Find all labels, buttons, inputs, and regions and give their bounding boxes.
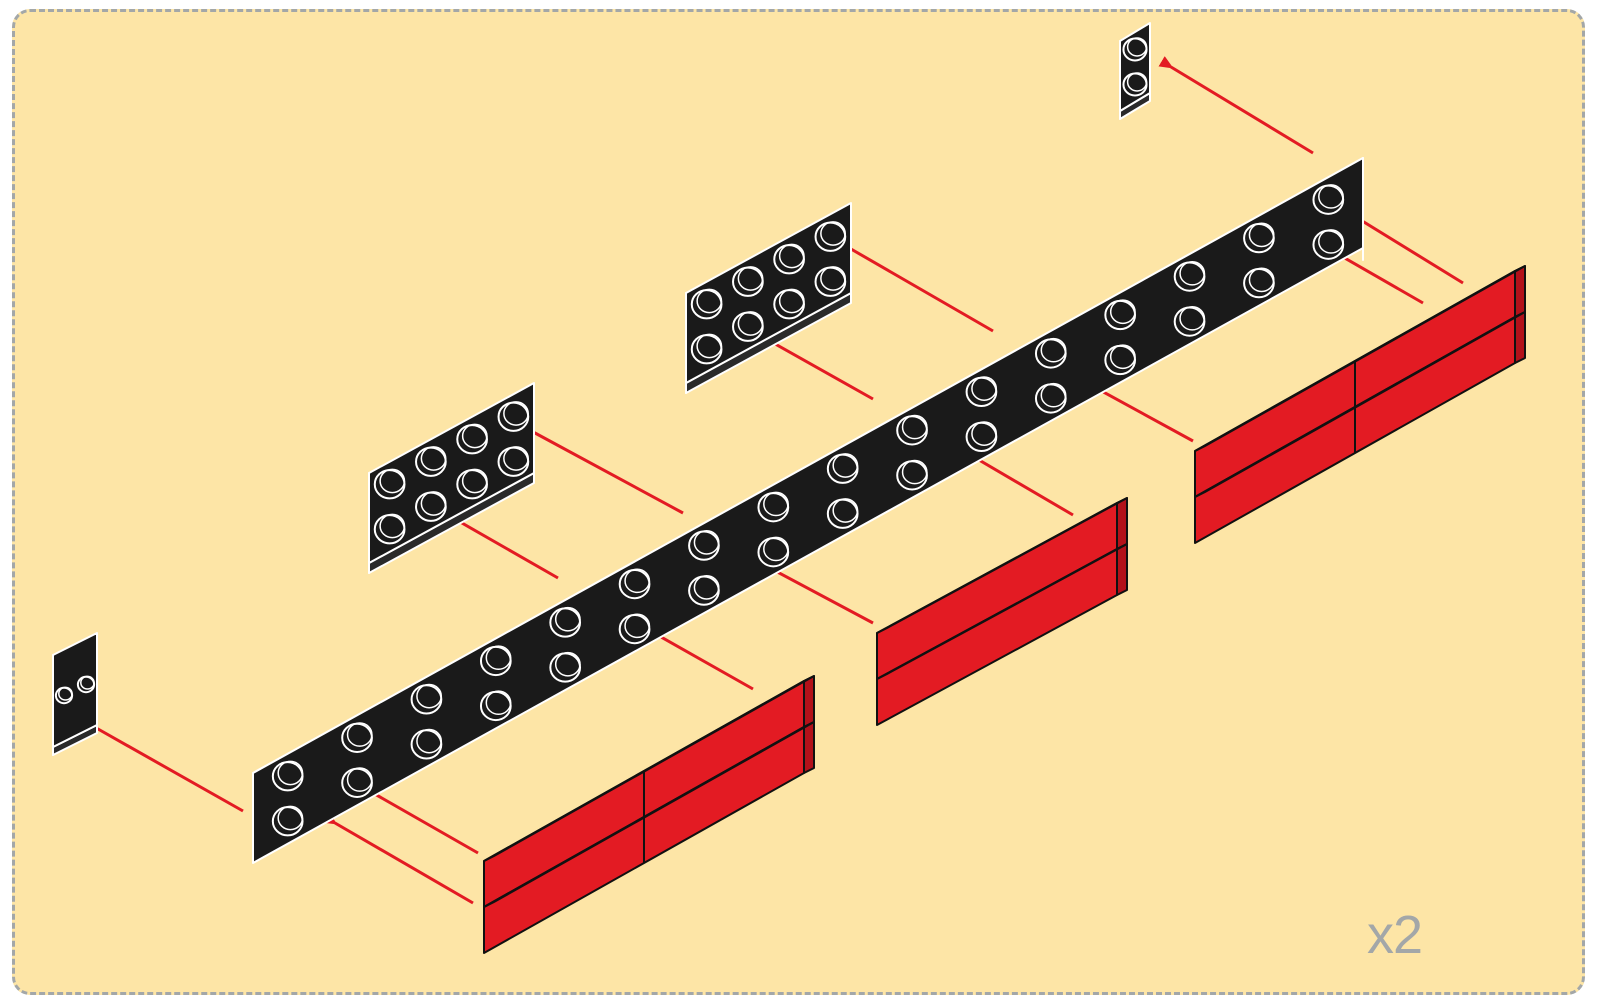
brick-parts xyxy=(53,23,1525,953)
tile-red-front-slab-side-2 xyxy=(804,722,814,773)
tile-red-front xyxy=(484,676,814,953)
tile-red-middle-slab-side-2 xyxy=(1117,544,1127,595)
instruction-panel: x2 xyxy=(12,9,1585,995)
tile-red-front-slab-side-1 xyxy=(804,676,814,727)
plate-1x2-left xyxy=(53,633,97,755)
plate-2x4-middle-top-face xyxy=(369,383,534,563)
plate-2x4-upper xyxy=(686,203,851,393)
arrow-icon xyxy=(335,823,473,903)
tile-red-right-slab-side-1 xyxy=(1515,266,1525,317)
quantity-multiplier: x2 xyxy=(1367,908,1447,962)
plate-2x4-upper-top-face xyxy=(686,203,851,383)
arrow-icon xyxy=(851,249,993,331)
plate-1x2-top xyxy=(1120,23,1150,119)
tile-red-front-slab-top-2 xyxy=(484,722,814,907)
arrow-icon xyxy=(535,433,683,513)
assembly-diagram xyxy=(15,12,1585,995)
tile-red-middle xyxy=(877,498,1127,725)
arrow-icon xyxy=(1171,67,1313,153)
plate-2x4-middle xyxy=(369,383,534,573)
tile-red-right-slab-side-2 xyxy=(1515,312,1525,363)
tile-red-middle-slab-side-1 xyxy=(1117,498,1127,549)
tile-red-right-slab-top-2 xyxy=(1195,312,1525,497)
arrow-icon xyxy=(98,729,243,811)
